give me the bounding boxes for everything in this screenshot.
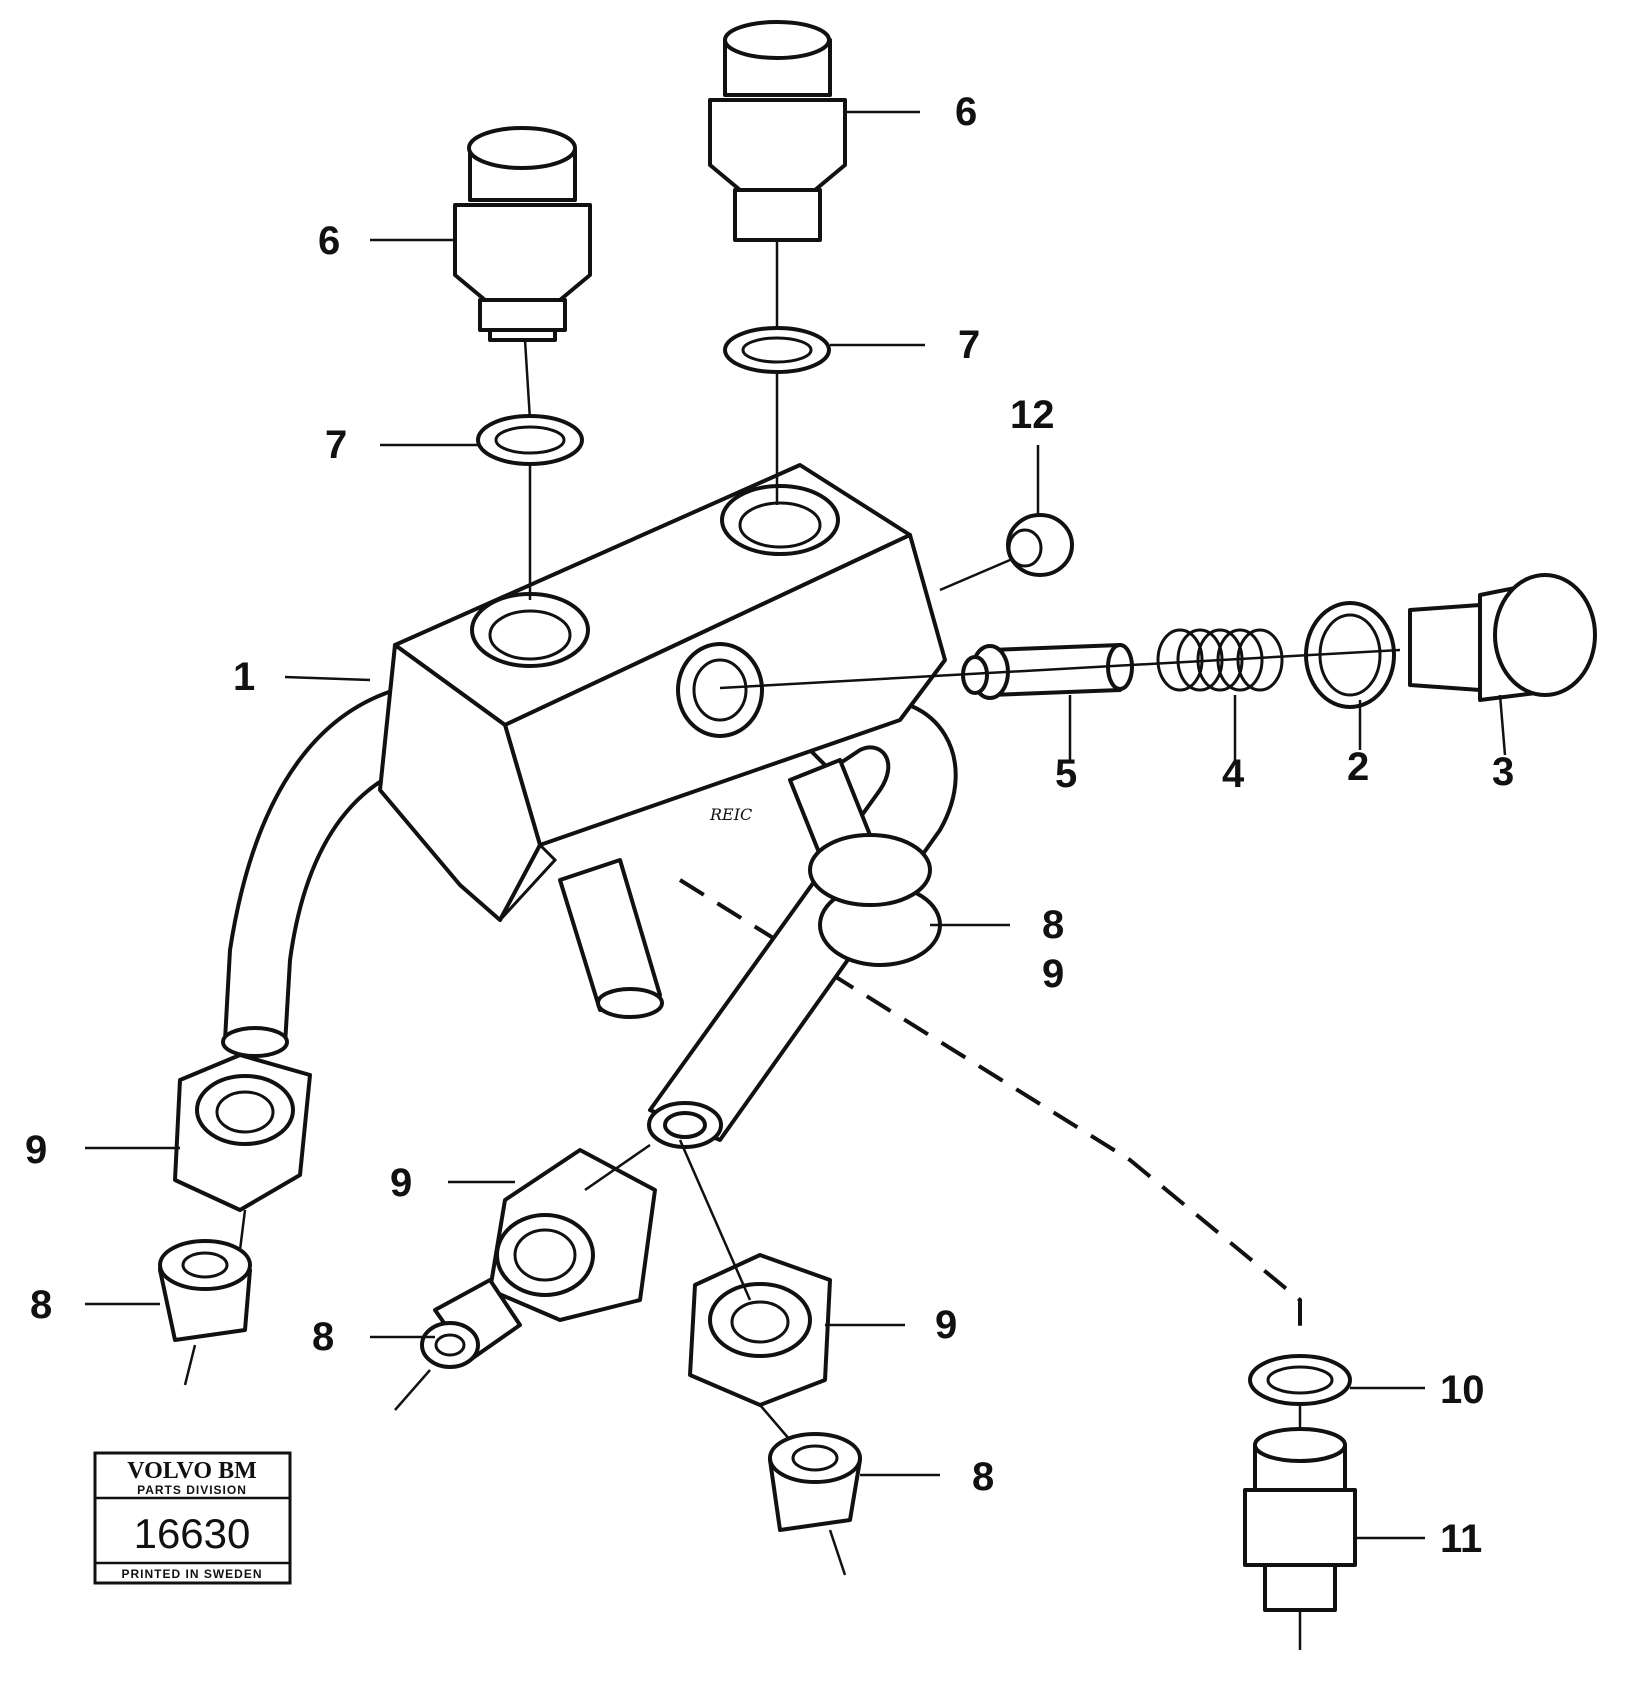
- callout-9-right: 9: [935, 1303, 957, 1347]
- callout-12: 12: [1010, 393, 1055, 437]
- parts-division-stamp: VOLVO BM PARTS DIVISION 16630 PRINTED IN…: [93, 1451, 292, 1585]
- callout-9-rear: 9: [1042, 952, 1064, 996]
- nipple-middle: [420, 1278, 522, 1369]
- callout-2: 2: [1347, 745, 1369, 789]
- stamp-printed: PRINTED IN SWEDEN: [121, 1567, 262, 1581]
- distribution-block: REIC: [378, 463, 947, 922]
- stamp-division: PARTS DIVISION: [137, 1483, 247, 1497]
- nut-middle: [488, 1148, 657, 1322]
- rear-fitting: [808, 833, 942, 967]
- callout-8-middle: 8: [312, 1315, 334, 1359]
- assembly-dash-line: [678, 878, 1302, 1340]
- washer-10: [1248, 1354, 1352, 1406]
- washer-left: [476, 414, 584, 466]
- nut-right: [688, 1253, 832, 1407]
- callout-9-left: 9: [25, 1128, 47, 1172]
- fitting-11: [1243, 1427, 1357, 1612]
- callout-6-right: 6: [955, 90, 977, 134]
- callout-7-left: 7: [325, 423, 347, 467]
- nut-left: [173, 1053, 312, 1212]
- nipple-left: [158, 1239, 252, 1342]
- pipe-left: [221, 688, 432, 1058]
- piston-5: [961, 643, 1134, 700]
- callout-6-left: 6: [318, 219, 340, 263]
- pipe-rear-vertical: [558, 858, 664, 1019]
- pipe-loop-right: [647, 697, 958, 1149]
- block-marking: REIC: [709, 805, 752, 824]
- washer-right: [723, 326, 831, 374]
- callout-8-right: 8: [972, 1455, 994, 1499]
- union-fitting-left: [453, 126, 592, 342]
- callout-8-left: 8: [30, 1283, 52, 1327]
- stamp-number: 16630: [134, 1510, 251, 1557]
- plug-3: [1408, 573, 1597, 702]
- nipple-right: [768, 1432, 862, 1532]
- stamp-brand: VOLVO BM: [127, 1458, 257, 1484]
- callout-5: 5: [1055, 752, 1077, 796]
- callout-4: 4: [1222, 752, 1245, 796]
- union-fitting-right: [708, 20, 847, 242]
- callout-10: 10: [1440, 1368, 1485, 1412]
- callout-1: 1: [233, 655, 255, 699]
- callout-8-rear: 8: [1042, 903, 1064, 947]
- callout-11: 11: [1440, 1517, 1482, 1561]
- callout-9-middle: 9: [390, 1161, 412, 1205]
- plug-12: [1006, 513, 1074, 577]
- callout-3: 3: [1492, 750, 1514, 794]
- callout-7-right: 7: [958, 323, 980, 367]
